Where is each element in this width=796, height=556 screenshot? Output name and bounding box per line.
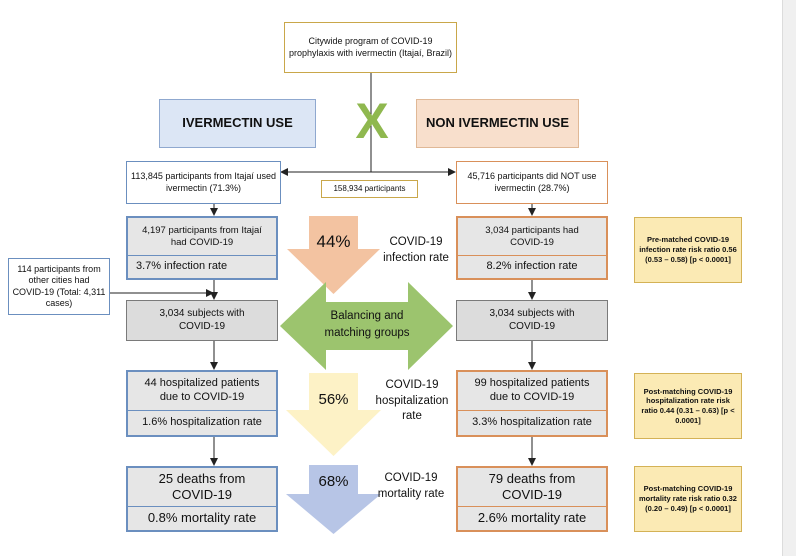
mortality-down-arrow — [286, 465, 381, 534]
hospitalization-reduction-pct: 56% — [318, 391, 349, 408]
right-hospitalization-group: 99 hospitalized patients due to COVID-19… — [456, 370, 608, 437]
left-mortality-group: 25 deaths from COVID-19 0.8% mortality r… — [126, 466, 278, 532]
left-deaths-box: 25 deaths from COVID-19 — [128, 468, 276, 507]
mortality-rate-label: COVID-19 mortality rate — [377, 472, 445, 500]
infection-reduction-pct: 44% — [316, 232, 351, 251]
right-edge-panel — [782, 0, 796, 556]
right-mortality-group: 79 deaths from COVID-19 2.6% mortality r… — [456, 466, 608, 532]
left-covid-box: 4,197 participants from Itajaí had COVID… — [128, 218, 276, 256]
left-hospitalization-group: 44 hospitalized patients due to COVID-19… — [126, 370, 278, 437]
left-hospitalized-box: 44 hospitalized patients due to COVID-19 — [128, 372, 276, 411]
hospitalization-down-arrow — [286, 373, 381, 456]
right-covid-box: 3,034 participants had COVID-19 — [458, 218, 606, 256]
mortality-risk-ratio-note: Post-matching COVID-19 mortality rate ri… — [634, 466, 742, 532]
right-participants-box: 45,716 participants did NOT use ivermect… — [456, 161, 608, 204]
left-subjects-box: 3,034 subjects with COVID-19 — [126, 300, 278, 341]
infection-rate-label: COVID-19 infection rate — [383, 236, 449, 264]
right-subjects-box: 3,034 subjects with COVID-19 — [456, 300, 608, 341]
right-mortality-rate: 2.6% mortality rate — [458, 507, 606, 530]
total-participants-box: 158,934 participants — [321, 180, 418, 198]
other-cities-box: 114 participants from other cities had C… — [8, 258, 110, 315]
left-covid-group: 4,197 participants from Itajaí had COVID… — [126, 216, 278, 280]
mortality-reduction-pct: 68% — [318, 473, 349, 490]
infection-risk-ratio-note: Pre-matched COVID-19 infection rate risk… — [634, 217, 742, 283]
infection-down-arrow — [287, 216, 380, 294]
right-hospitalized-box: 99 hospitalized patients due to COVID-19 — [458, 372, 606, 411]
program-box: Citywide program of COVID-19 prophylaxis… — [284, 22, 457, 73]
left-participants-box: 113,845 participants from Itajaí used iv… — [126, 161, 281, 204]
ivermectin-use-header: IVERMECTIN USE — [159, 99, 316, 148]
right-hospitalization-rate: 3.3% hospitalization rate — [458, 411, 606, 435]
balancing-label: Balancing and matching groups — [324, 310, 410, 339]
left-mortality-rate: 0.8% mortality rate — [128, 507, 276, 530]
right-infection-rate: 8.2% infection rate — [458, 256, 606, 278]
left-hospitalization-rate: 1.6% hospitalization rate — [128, 411, 276, 435]
right-deaths-box: 79 deaths from COVID-19 — [458, 468, 606, 507]
hospitalization-risk-ratio-note: Post-matching COVID-19 hospitalization r… — [634, 373, 742, 439]
hospitalization-rate-label: COVID-19 hospitalization rate — [375, 379, 449, 423]
versus-x-symbol: X — [355, 93, 389, 149]
balancing-double-arrow — [280, 282, 453, 370]
right-covid-group: 3,034 participants had COVID-19 8.2% inf… — [456, 216, 608, 280]
left-infection-rate: 3.7% infection rate — [128, 256, 276, 278]
non-ivermectin-use-header: NON IVERMECTIN USE — [416, 99, 579, 148]
